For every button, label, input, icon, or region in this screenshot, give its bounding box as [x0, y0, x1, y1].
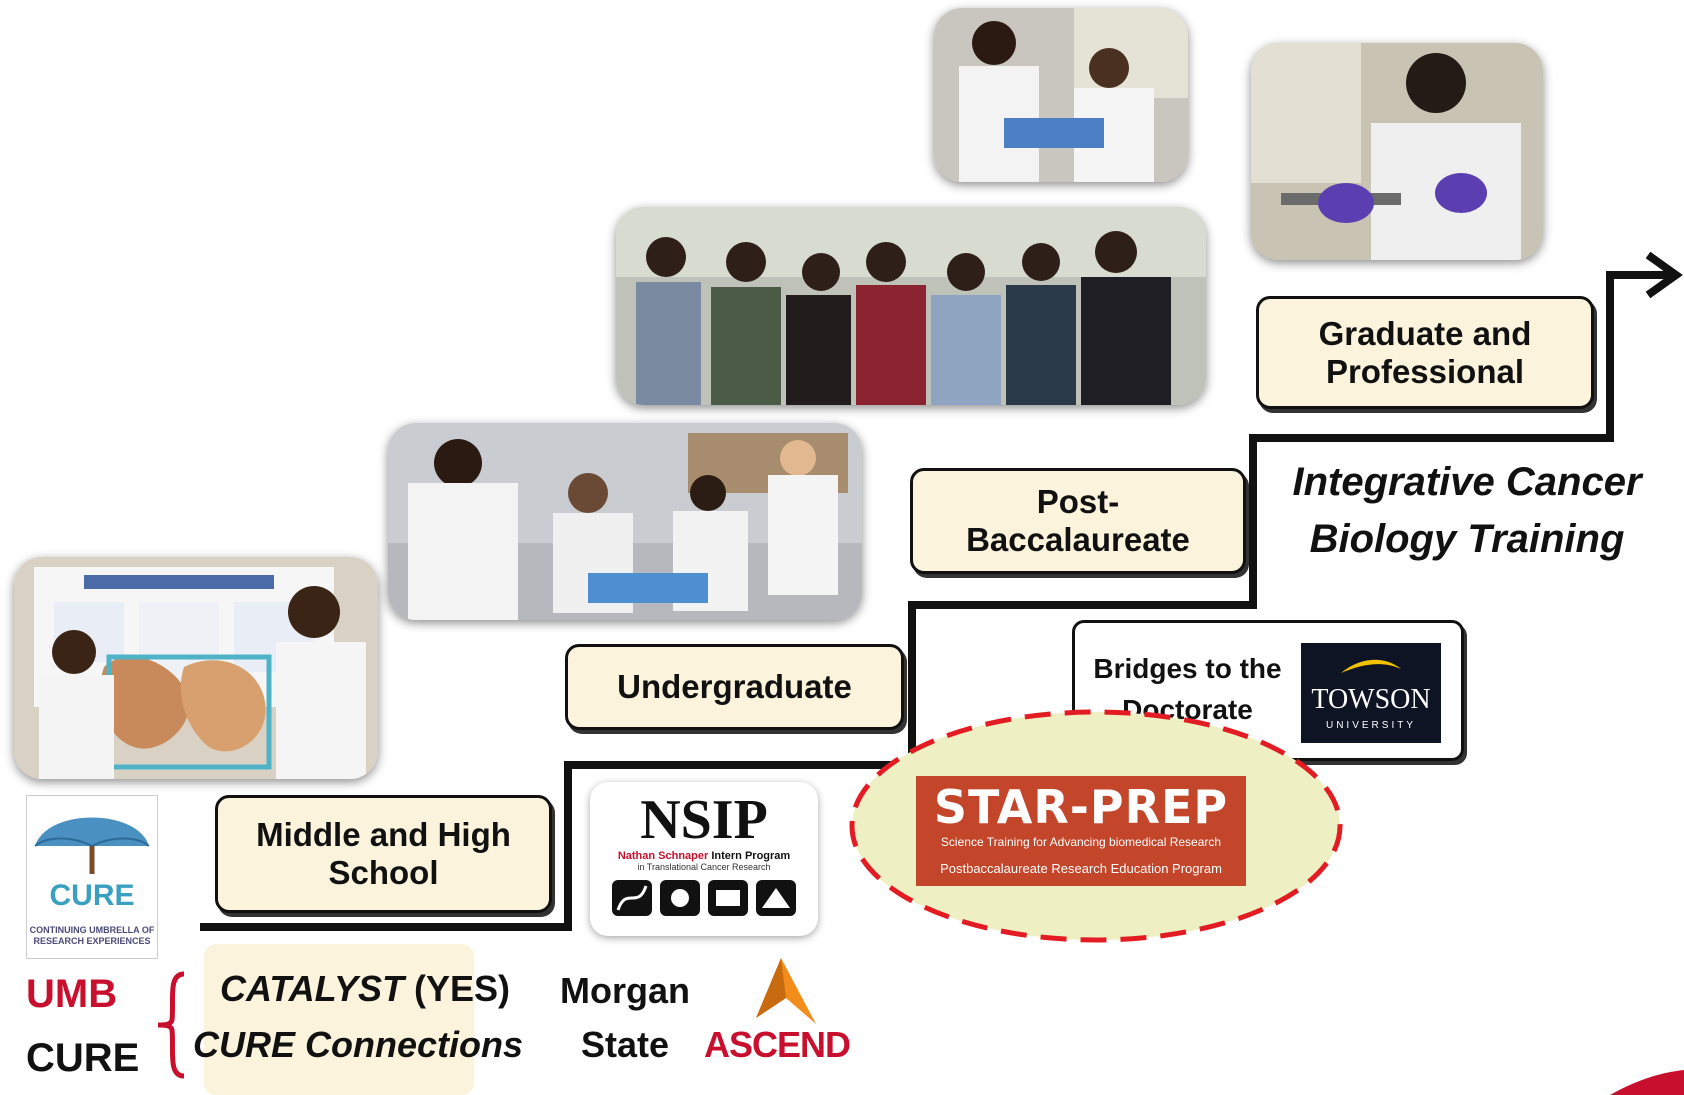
nsip-name-red: Nathan Schnaper [617, 850, 709, 862]
photo-researchers-reviewing [934, 8, 1188, 182]
bracket-icon [157, 971, 185, 1079]
nsip-icons [612, 880, 796, 916]
nsip-logo: NSIP Nathan Schnaper Intern Program in T… [590, 782, 818, 936]
star-prep-line2: Postbaccalaureate Research Education Pro… [940, 860, 1222, 876]
nsip-name-black: Intern Program [708, 850, 791, 862]
program-title-line1: Integrative Cancer [1292, 460, 1642, 504]
photo-lab-students-pipetting [388, 423, 862, 620]
nsip-sub: in Translational Cancer Research [637, 862, 771, 872]
towson-logo: TOWSON UNIVERSITY [1301, 643, 1441, 743]
star-prep-logo: STAR-PREP Science Training for Advancing… [916, 776, 1246, 886]
cure-logo-word: CURE [49, 879, 135, 912]
cure-connections: CURE Connections [193, 1024, 524, 1065]
towson-swoosh-icon [1341, 659, 1401, 673]
ascend-logo-icon [756, 958, 816, 1024]
program-title-line2: Biology Training [1309, 516, 1625, 561]
stage-post-baccalaureate: Post- Baccalaureate [910, 468, 1246, 574]
nsip-title: NSIP [640, 789, 768, 851]
morgan-line1: Morgan [560, 970, 690, 1011]
cure-logo: CURE CONTINUING UMBRELLA OF RESEARCH EXP… [26, 795, 158, 959]
cure-logo-subtitle: CONTINUING UMBRELLA OF RESEARCH EXPERIEN… [29, 925, 155, 946]
stage-graduate-professional: Graduate and Professional [1256, 296, 1594, 409]
star-prep-title: STAR-PREP [933, 780, 1229, 834]
towson-name: TOWSON [1311, 684, 1431, 715]
umb-label: UMB [26, 972, 118, 1016]
towson-university: UNIVERSITY [1325, 720, 1416, 731]
catalyst-name: CATALYST [220, 968, 404, 1009]
catalyst-box [204, 944, 474, 1095]
star-prep-line1: Science Training for Advancing biomedica… [940, 834, 1222, 849]
photo-students-poster [14, 557, 378, 779]
stage-middle-high-school: Middle and High School [215, 795, 552, 913]
umbrella-icon [34, 817, 150, 874]
corner-accent [1610, 1070, 1684, 1095]
catalyst-yes: (YES) [403, 968, 510, 1009]
morgan-line2: State [580, 1024, 670, 1065]
cure-label: CURE [26, 1036, 140, 1080]
morgan-state: Morgan State [550, 964, 700, 1072]
photo-student-group [616, 207, 1206, 405]
program-title: Integrative Cancer Biology Training [1262, 454, 1672, 568]
photo-researcher-lab [1251, 43, 1543, 260]
ascend-label: ASCEND [704, 1024, 851, 1065]
catalyst-line: CATALYST (YES) [220, 968, 510, 1010]
stage-undergraduate: Undergraduate [565, 644, 904, 730]
nsip-name: Nathan Schnaper Intern Program [590, 850, 818, 862]
